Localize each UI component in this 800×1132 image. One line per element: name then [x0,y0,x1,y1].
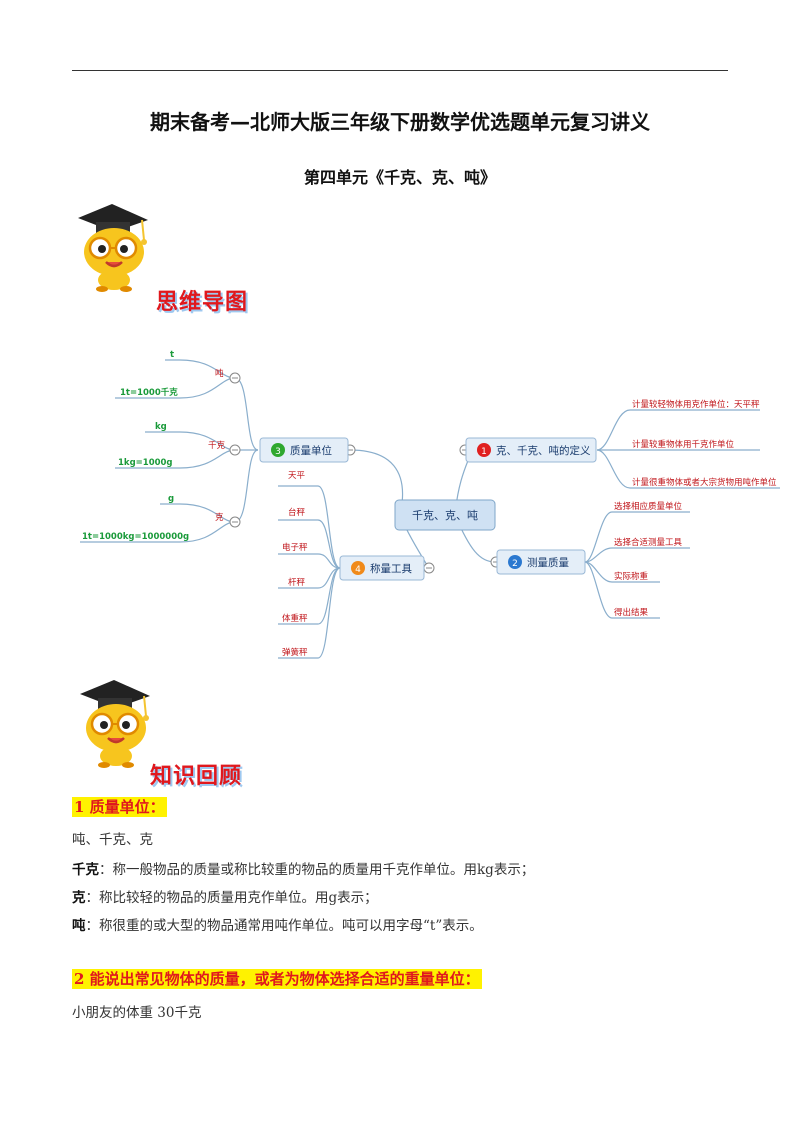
review-banner: 知识回顾 [150,764,243,789]
section-2-line: 小朋友的体重 30千克 [72,1001,201,1021]
branch-1-number: 1 [481,447,487,457]
leaf-text: 台秤 [288,507,306,518]
leaf-text: 体重秤 [282,613,308,624]
leaf-text: 实际称重 [614,571,649,582]
leaf-text: 弹簧秤 [282,647,308,658]
number-3-icon [271,443,285,457]
line-text: ：称比较轻的物品的质量用克作单位。用g表示； [85,890,378,906]
mind-map-diagram: 千克、克、吨 1 克、千克、吨的定义 2 测量质量 3 质量单位 4 称量工具 … [80,350,780,659]
section-1-line: 吨：称很重的或大型的物品通常用吨作单位。吨可以用字母“t”表示。 [72,914,483,934]
group-label: 吨 [215,368,224,379]
line-text: ：称很重的或大型的物品通常用吨作单位。吨可以用字母“t”表示。 [85,918,483,934]
term: 克 [72,890,86,906]
number-4-icon [351,561,365,575]
branch-node-units [259,437,349,463]
unit-item: t [170,350,174,360]
branch-2-number: 2 [512,559,518,569]
branch-2-label: 测量质量 [527,556,569,569]
branch-4-label: 称量工具 [370,562,412,575]
center-node-label: 千克、克、吨 [412,509,478,522]
leaf-text: 选择合适测量工具 [614,537,683,548]
term: 吨 [72,918,86,934]
mind-map-banner: 思维导图 [156,290,249,315]
section-1-line: 千克：称一般物品的质量或称比较重的物品的质量用千克作单位。用kg表示； [72,858,534,878]
number-1-icon [477,443,491,457]
unit-item: g [168,494,174,504]
section-1-line: 吨、千克、克 [72,828,153,848]
leaf-text: 天平 [288,471,306,481]
leaf-text: 计量很重物体或者大宗货物用吨作单位 [632,477,777,488]
branch-4-number: 4 [355,565,361,575]
branch-1-label: 克、千克、吨的定义 [496,444,591,457]
branch-node-measure [496,549,586,575]
line-text: ：称一般物品的质量或称比较重的物品的质量用千克作单位。用kg表示； [99,862,535,878]
unit-item: kg [155,422,167,432]
leaf-text: 杆秤 [288,577,306,588]
mascot-owl-graduate-icon [80,680,150,768]
term: 千克 [72,862,99,878]
header-rule [72,70,728,71]
collapse-minus-icons [232,377,499,569]
unit-subtitle: 第四单元《千克、克、吨》 [303,168,496,187]
branch-node-definition [465,437,597,463]
leaf-text: 得出结果 [614,607,649,618]
unit-item: 1kg=1000g [118,458,173,468]
group-label: 千克 [208,440,226,451]
leaf-text: 电子秤 [282,542,308,553]
mascot-owl-graduate-icon [78,204,148,292]
document-title: 期末备考—北师大版三年级下册数学优选题单元复习讲义 [150,110,650,134]
unit-item: 1t=1000千克 [120,387,178,398]
leaf-text: 选择相应质量单位 [614,501,683,512]
line-text: 吨、千克、克 [72,832,153,848]
branch-3-number: 3 [275,447,281,457]
section-1-heading-text: 1 质量单位： [72,797,167,817]
leaf-text: 计量较轻物体用克作单位：天平秤 [632,399,760,410]
section-1-line: 克：称比较轻的物品的质量用克作单位。用g表示； [72,886,378,906]
branch-3-label: 质量单位 [290,444,332,457]
line-text: 小朋友的体重 30千克 [72,1005,202,1021]
section-2-heading: 2 能说出常见物体的质量，或者为物体选择合适的重量单位： [72,968,482,989]
collapse-toggles [229,372,502,574]
center-node [394,499,496,531]
section-2-heading-text: 2 能说出常见物体的质量，或者为物体选择合适的重量单位： [72,969,482,989]
unit-item: 1t=1000kg=1000000g [82,532,189,542]
group-label: 克 [215,513,224,523]
leaf-text: 计量较重物体用千克作单位 [632,439,735,450]
section-1-heading: 1 质量单位： [72,796,167,817]
number-2-icon [508,555,522,569]
